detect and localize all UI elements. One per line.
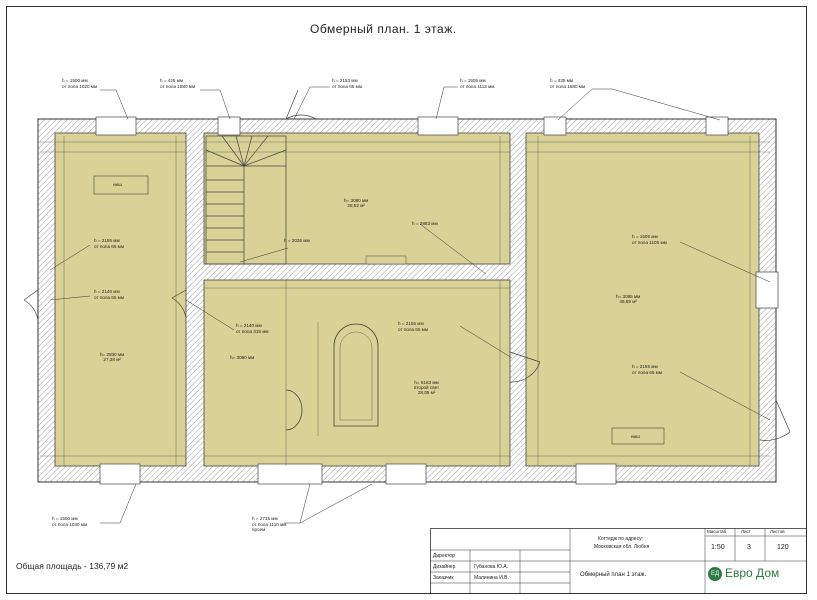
drawing-sheet bbox=[6, 6, 807, 594]
stamp-header-scale: Масштаб bbox=[707, 529, 727, 534]
stamp-header-sheets: Листов bbox=[770, 529, 785, 534]
doors bbox=[23, 89, 791, 441]
logo-mark: ЕД bbox=[708, 567, 722, 581]
fixture-box-right bbox=[611, 427, 665, 445]
room-bottom-mid bbox=[203, 279, 511, 467]
stamp-object-line1: Коттедж по адресу: bbox=[598, 536, 643, 542]
fixture-box-left bbox=[93, 175, 149, 195]
stamp-sheets: 120 bbox=[777, 544, 789, 551]
logo-text: Евро Дом bbox=[725, 566, 780, 580]
fixture-label-left: ниш bbox=[113, 182, 122, 187]
windows bbox=[95, 116, 779, 485]
opening-label: h = 2035 мм bbox=[284, 238, 310, 243]
page-title: Обмерный план. 1 этаж. bbox=[310, 22, 457, 36]
title-block-grid bbox=[430, 528, 807, 594]
total-area: Общая площадь - 136,79 м2 bbox=[16, 561, 129, 571]
stamp-header-sheet: Лист bbox=[741, 529, 751, 534]
opening-label: h = 2883 мм bbox=[412, 221, 438, 226]
stamp-scale: 1:50 bbox=[711, 544, 725, 551]
stamp-role: Дизайнер bbox=[433, 564, 456, 570]
title-block: Коттедж по адресу: Московская обл. Любня… bbox=[430, 528, 807, 594]
stamp-role: Заказчик bbox=[433, 575, 454, 581]
company-logo: ЕД Евро Дом bbox=[706, 565, 802, 587]
stamp-name: Малинина И.В. bbox=[474, 575, 509, 581]
staircase bbox=[205, 135, 287, 265]
stamp-sheet-title: Обмерный план 1 этаж. bbox=[580, 572, 647, 578]
room-label: h= 3080 мм bbox=[230, 355, 255, 360]
leader-lines bbox=[49, 86, 771, 524]
arched-opening bbox=[333, 323, 379, 427]
niche-mid bbox=[365, 255, 407, 265]
stamp-object-line2: Московская обл. Любня bbox=[594, 544, 650, 550]
stamp-sheet: 3 bbox=[747, 544, 751, 551]
room-right bbox=[525, 132, 760, 467]
dimension-lines bbox=[40, 136, 770, 466]
fixture-label-right: ниш bbox=[631, 434, 640, 439]
stamp-role: Директор bbox=[433, 553, 455, 559]
stamp-name: Губанова Ю.А. bbox=[474, 564, 508, 570]
round-column bbox=[285, 389, 303, 431]
room-stair-hall bbox=[203, 132, 511, 265]
